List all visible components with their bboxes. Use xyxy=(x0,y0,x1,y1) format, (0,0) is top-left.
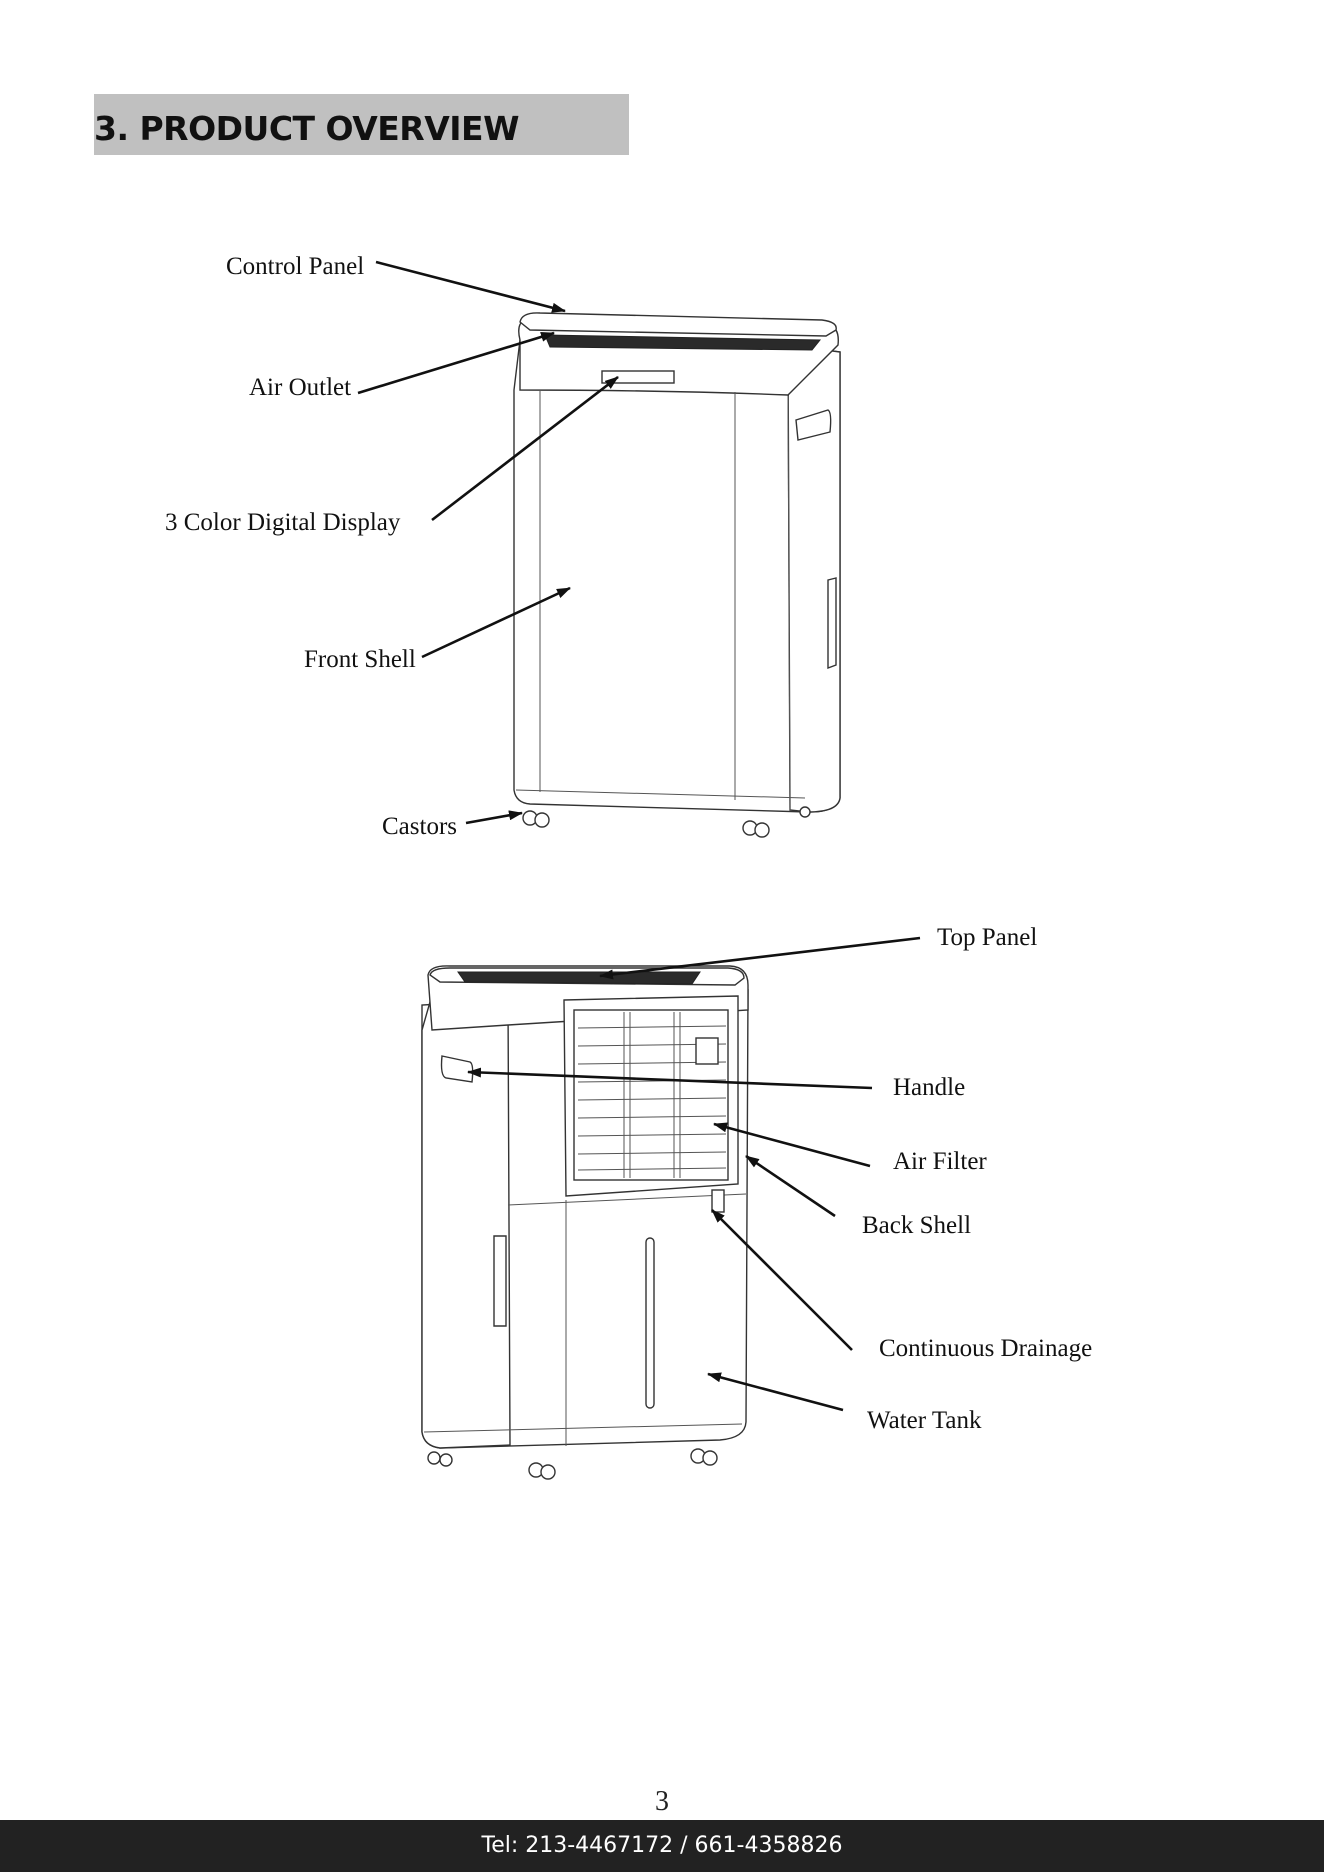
label-control-panel: Control Panel xyxy=(226,253,364,280)
arrow-control-panel xyxy=(376,262,565,311)
label-water-tank: Water Tank xyxy=(867,1407,982,1434)
label-continuous-drainage: Continuous Drainage xyxy=(879,1335,1092,1362)
back-view-unit xyxy=(422,966,748,1479)
footer-contact: Tel: 213-4467172 / 661-4358826 xyxy=(0,1820,1324,1872)
front-view-unit xyxy=(514,313,840,837)
label-handle: Handle xyxy=(893,1074,965,1101)
label-castors: Castors xyxy=(382,813,457,840)
label-3-color-digital-display: 3 Color Digital Display xyxy=(165,509,401,536)
arrow-top-panel xyxy=(600,938,920,976)
product-diagram: Control Panel Air Outlet 3 Color Digital… xyxy=(0,0,1324,1820)
arrow-back-shell xyxy=(746,1156,835,1216)
label-air-outlet: Air Outlet xyxy=(249,374,351,401)
label-top-panel: Top Panel xyxy=(937,924,1037,951)
label-air-filter: Air Filter xyxy=(893,1148,987,1175)
page-number: 3 xyxy=(0,1786,1324,1818)
label-back-shell: Back Shell xyxy=(862,1212,971,1239)
label-front-shell: Front Shell xyxy=(304,646,416,673)
arrow-castors xyxy=(466,813,522,823)
